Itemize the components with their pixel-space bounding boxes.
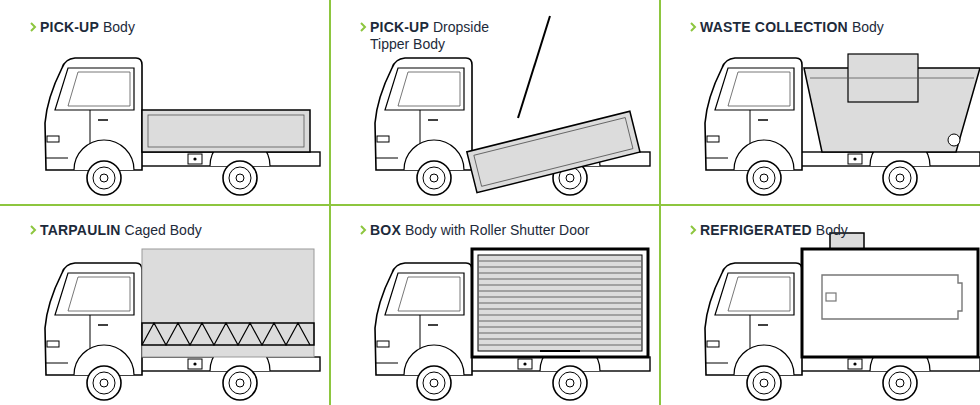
body-type-name: REFRIGERATED	[700, 222, 812, 238]
panel-heading: WASTE COLLECTIONBody	[700, 19, 970, 36]
body-type-detail: Body	[816, 222, 848, 238]
body-type-detail: Caged Body	[125, 222, 202, 238]
body-type-detail: Body with Roller Shutter Door	[405, 222, 589, 238]
panel-heading: TARPAULINCaged Body	[40, 222, 320, 239]
body-type-name: WASTE COLLECTION	[700, 19, 848, 35]
body-type-name: PICK-UP	[370, 19, 429, 35]
body-type-name: PICK-UP	[40, 19, 99, 35]
body-type-detail: Body	[852, 19, 884, 35]
body-type-name: BOX	[370, 222, 401, 238]
panel-heading: REFRIGERATEDBody	[700, 222, 970, 239]
panel-heading: PICK-UPDropside Tipper Body	[370, 19, 510, 53]
body-type-name: TARPAULIN	[40, 222, 121, 238]
panel-heading: BOXBody with Roller Shutter Door	[370, 222, 650, 239]
body-type-detail: Body	[103, 19, 135, 35]
panel-heading: PICK-UPBody	[40, 19, 320, 36]
